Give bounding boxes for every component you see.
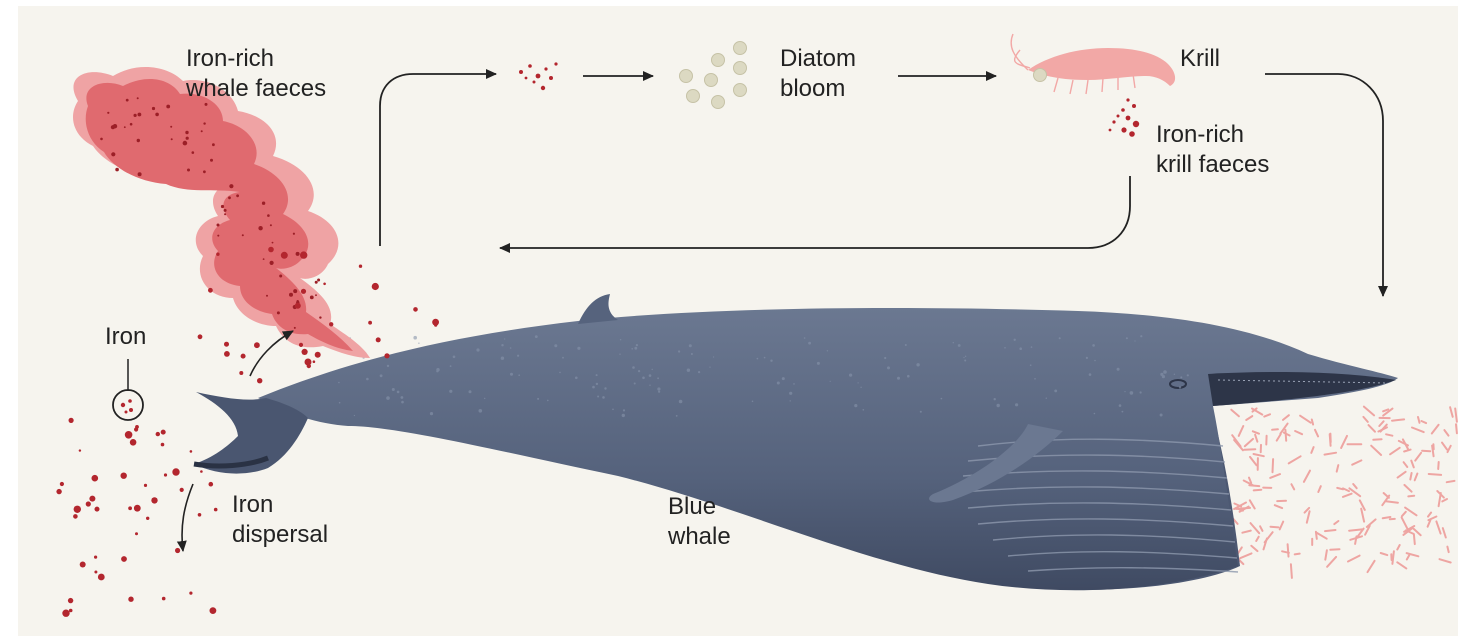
diatom-bloom-label: Diatom bloom	[780, 44, 856, 104]
whale-faeces-plume-icon	[73, 67, 370, 358]
whale-iron-cycle-diagram: Iron-rich whale faeces Diatom bloom Kril…	[18, 6, 1458, 636]
blue-whale-icon	[194, 294, 1398, 590]
upwelling-arrow	[380, 74, 496, 246]
krill-faeces-label-line2: krill faeces	[1156, 150, 1269, 180]
whale-faeces-label-line2: whale faeces	[186, 74, 326, 104]
iron-dispersal-arrow	[182, 484, 193, 551]
krill-faeces-recycle-arrow	[500, 176, 1130, 248]
iron-dispersal-label-line1: Iron	[232, 490, 328, 520]
krill-swarm-icon	[1221, 407, 1457, 578]
blue-whale-label: Blue whale	[668, 492, 731, 552]
blue-whale-label-line2: whale	[668, 522, 731, 552]
krill-shrimp-icon	[1011, 34, 1175, 94]
iron-dispersal-label-line2: dispersal	[232, 520, 328, 550]
krill-to-whale-arrow	[1265, 74, 1383, 296]
iron-label: Iron	[105, 322, 146, 352]
released-iron-icon	[519, 62, 558, 90]
iron-dispersal-label: Iron dispersal	[232, 490, 328, 550]
krill-faeces-label-line1: Iron-rich	[1156, 120, 1269, 150]
diatom-bloom-label-line2: bloom	[780, 74, 856, 104]
iron-particle-circle-icon	[113, 359, 143, 420]
whale-faeces-label: Iron-rich whale faeces	[186, 44, 326, 104]
diatom-bloom-label-line1: Diatom	[780, 44, 856, 74]
krill-label: Krill	[1180, 44, 1220, 74]
krill-faeces-icon	[1109, 98, 1140, 136]
krill-faeces-label: Iron-rich krill faeces	[1156, 120, 1269, 180]
blue-whale-label-line1: Blue	[668, 492, 731, 522]
diatom-cells-icon	[680, 42, 747, 109]
whale-faeces-label-line1: Iron-rich	[186, 44, 326, 74]
